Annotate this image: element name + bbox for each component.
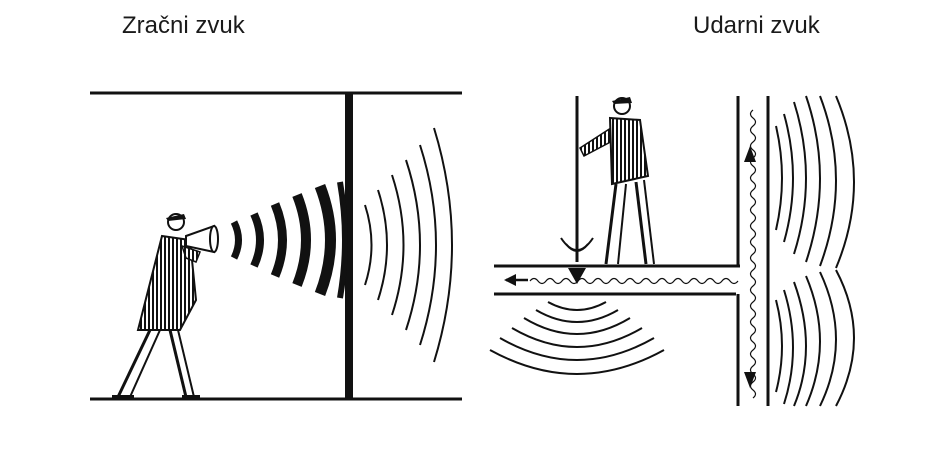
transmitted-wave-3 bbox=[391, 174, 405, 316]
vertical-wall bbox=[736, 96, 770, 406]
wall-arrow-up bbox=[744, 146, 756, 162]
airborne-sound-title: Zračni zvuk bbox=[122, 12, 245, 39]
lower-room-sound-waves bbox=[775, 269, 855, 407]
emitted-wave-1 bbox=[230, 220, 242, 260]
transmitted-sound-waves bbox=[364, 127, 453, 363]
emitted-wave-4 bbox=[292, 193, 311, 287]
transmitted-wave-4 bbox=[405, 159, 421, 331]
transmitted-wave-5 bbox=[419, 144, 437, 346]
transmitted-wave-2 bbox=[377, 189, 388, 301]
emitted-wave-6 bbox=[337, 181, 348, 299]
floor-vibration-path bbox=[529, 277, 739, 285]
transmitted-wave-1 bbox=[364, 204, 373, 286]
person-with-megaphone bbox=[112, 213, 219, 399]
transmitted-wave-6 bbox=[433, 127, 453, 363]
upper-room-sound-waves bbox=[775, 95, 855, 269]
emitted-wave-3 bbox=[270, 202, 287, 278]
person-with-rod bbox=[560, 96, 655, 284]
wall-arrow-down bbox=[744, 372, 756, 388]
floor-slab bbox=[494, 264, 740, 296]
airborne-room bbox=[90, 91, 462, 401]
emitted-sound-waves bbox=[230, 181, 348, 299]
below-floor-sound-waves bbox=[489, 301, 665, 375]
impact-sound-title: Udarni zvuk bbox=[693, 12, 820, 39]
emitted-wave-2 bbox=[250, 212, 264, 268]
emitted-wave-5 bbox=[314, 184, 336, 296]
partition-wall bbox=[345, 93, 353, 399]
